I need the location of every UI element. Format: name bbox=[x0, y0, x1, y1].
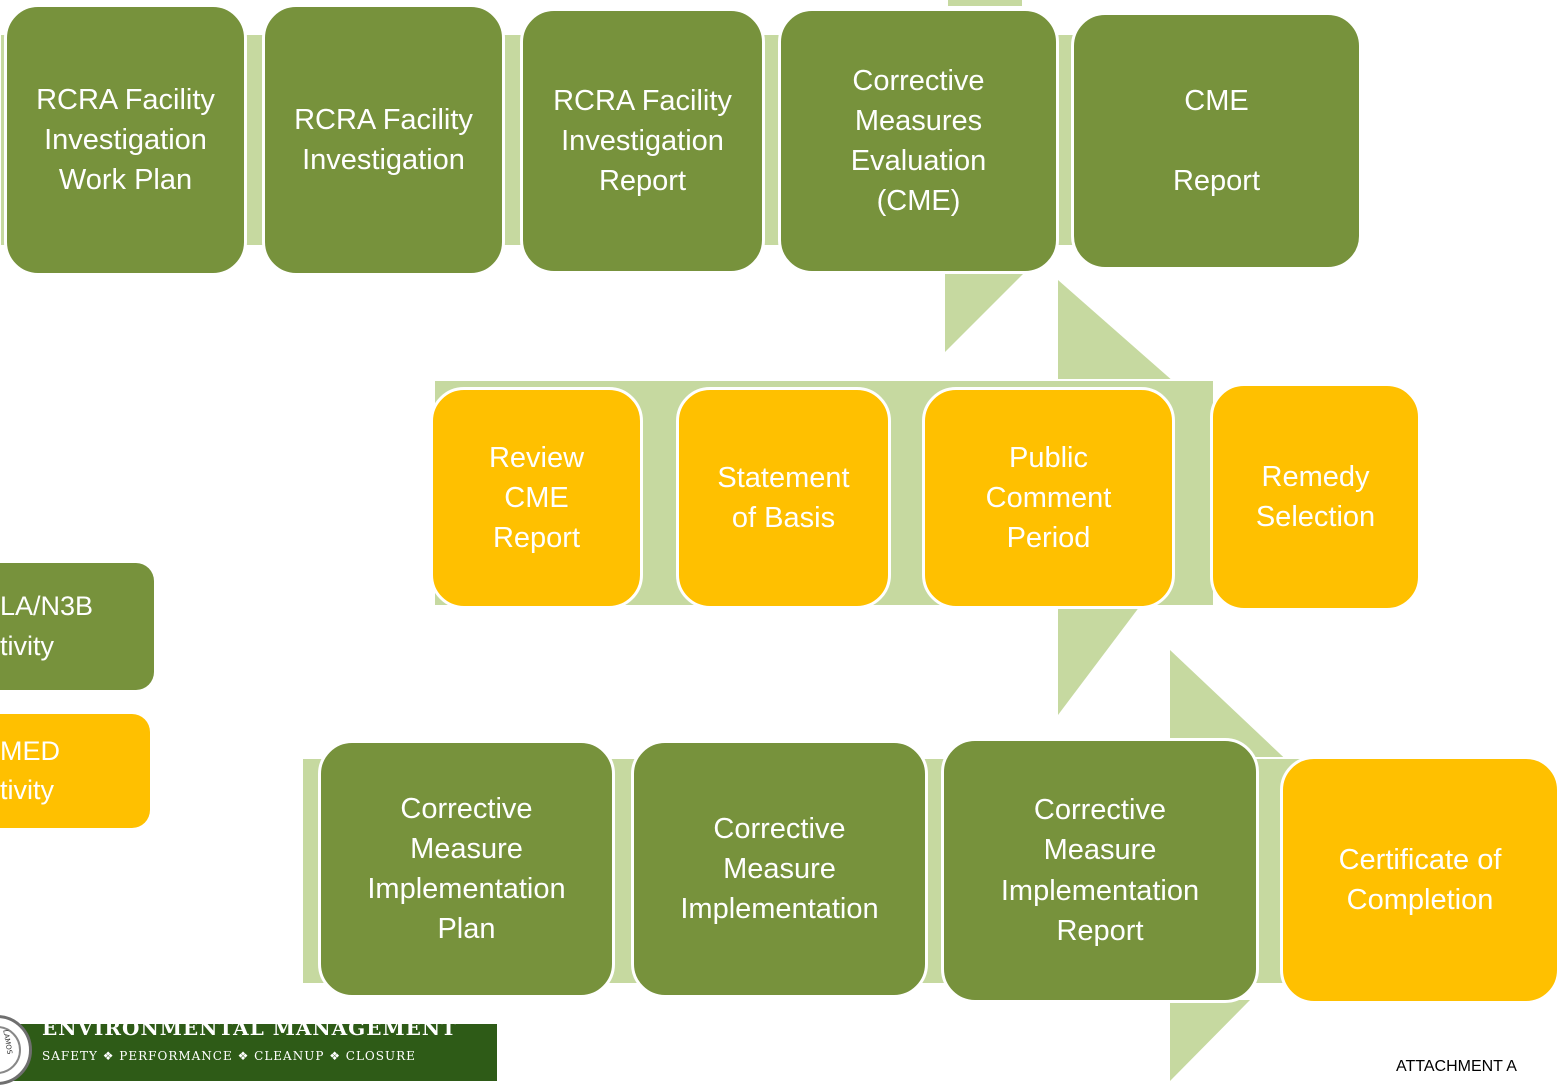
step-cmi: Corrective Measure Implementation bbox=[631, 740, 928, 998]
legend-nmed-activity: MED tivity bbox=[0, 714, 150, 828]
footer-title: ENVIRONMENTAL MANAGEMENT bbox=[42, 1016, 458, 1040]
footer-band bbox=[0, 1024, 497, 1081]
step-cme-report: CME Report bbox=[1071, 12, 1362, 270]
step-rfi-report: RCRA Facility Investigation Report bbox=[520, 8, 765, 274]
step-remedy-selection: Remedy Selection bbox=[1210, 383, 1421, 611]
footer-tagline: SAFETY ❖ PERFORMANCE ❖ CLEANUP ❖ CLOSURE bbox=[42, 1049, 416, 1063]
step-certificate-of-completion: Certificate of Completion bbox=[1280, 756, 1557, 1004]
attachment-label: ATTACHMENT A bbox=[1396, 1058, 1517, 1075]
step-review-cme-report: Review CME Report bbox=[430, 387, 643, 609]
step-statement-of-basis: Statement of Basis bbox=[676, 387, 891, 609]
top-arrow bbox=[948, 0, 1022, 6]
step-public-comment-period: Public Comment Period bbox=[922, 387, 1175, 609]
step-rfi: RCRA Facility Investigation bbox=[262, 4, 505, 276]
arrow-row2-row3 bbox=[1058, 606, 1140, 715]
step-cmi-plan: Corrective Measure Implementation Plan bbox=[318, 740, 615, 998]
step-cme: Corrective Measures Evaluation (CME) bbox=[778, 8, 1059, 274]
step-rfi-work-plan: RCRA Facility Investigation Work Plan bbox=[4, 4, 247, 276]
arrow-row1-row2 bbox=[945, 272, 1025, 352]
arrow-bottom bbox=[1170, 1000, 1250, 1081]
step-cmi-report: Corrective Measure Implementation Report bbox=[941, 738, 1259, 1003]
legend-lanl-activity: LA/N3B tivity bbox=[0, 563, 154, 690]
